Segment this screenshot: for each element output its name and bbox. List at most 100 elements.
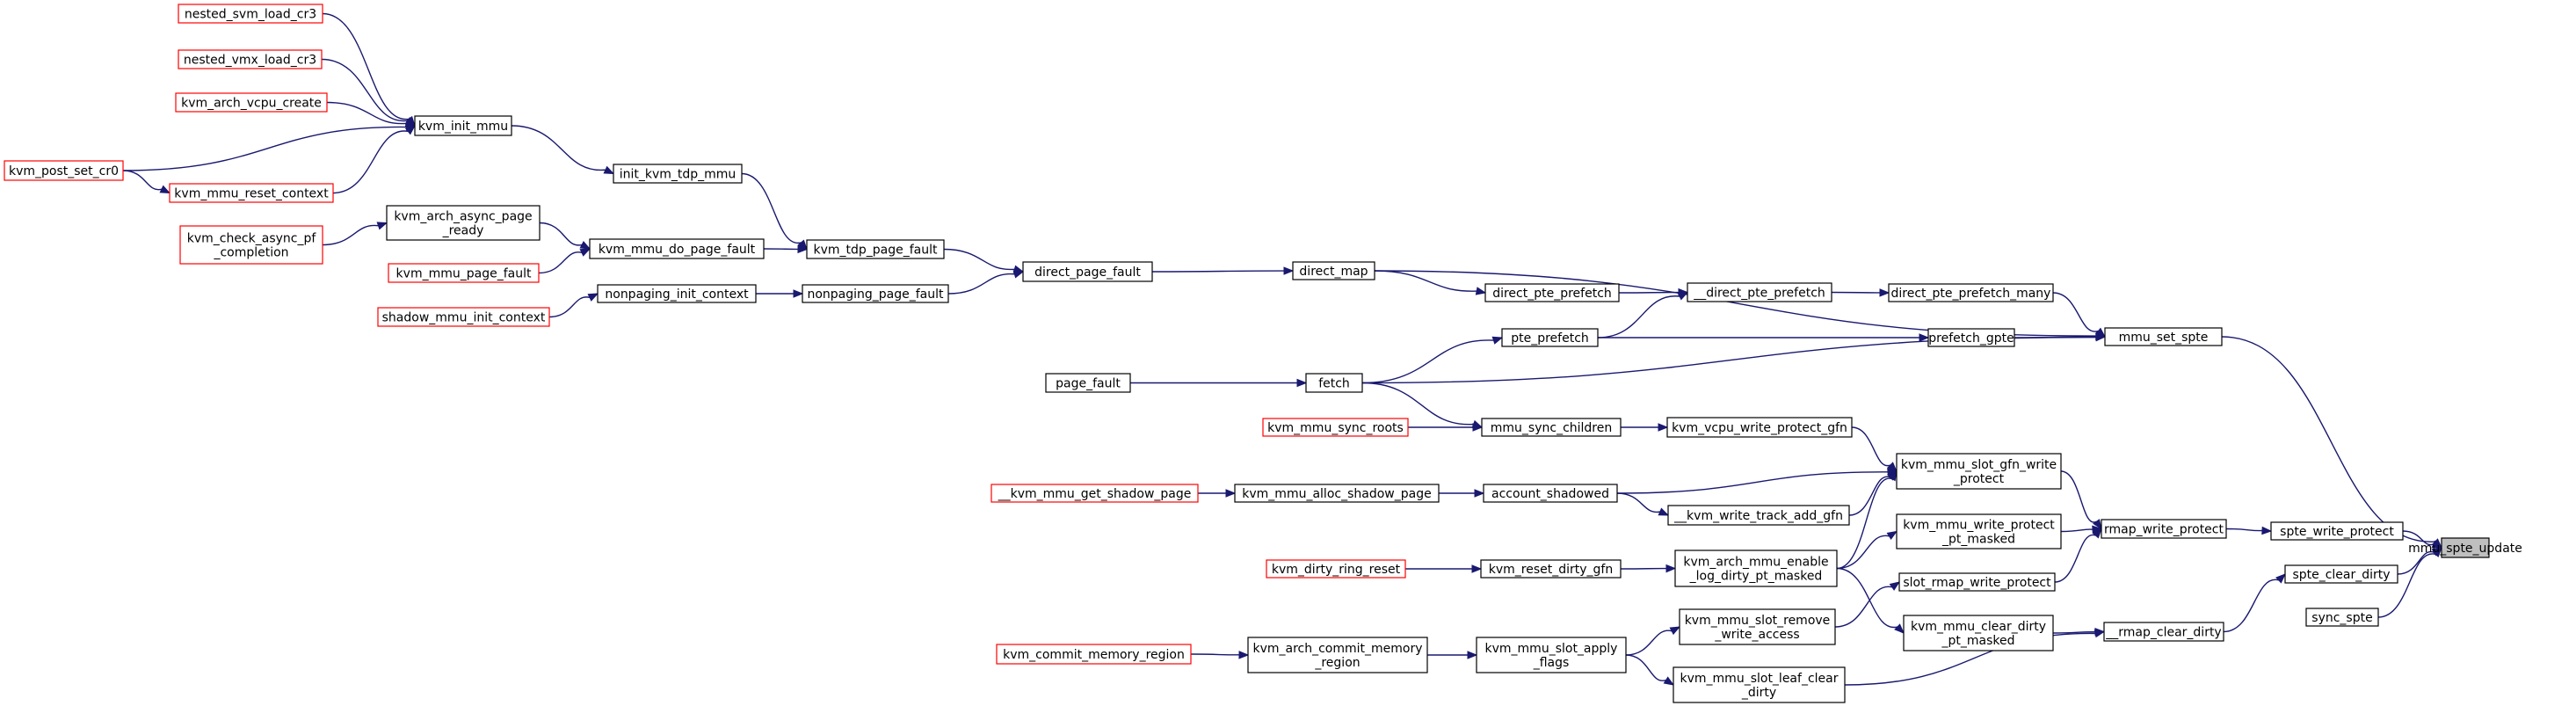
edge-kvm-post-set-cr0-to-kvm-mmu-reset-context <box>122 170 163 191</box>
graph-node-mmu-spte-update[interactable]: mmu_spte_update <box>2408 537 2522 558</box>
node-box <box>802 284 949 303</box>
node-box <box>1476 637 1627 673</box>
edge-kvm-mmu-slot-apply-flags-to-kvm-mmu-slot-leaf-clear-dirty <box>1625 654 1666 681</box>
graph-node-kvm-arch-commit-memory-region[interactable]: kvm_arch_commit_memory_region <box>1247 637 1428 673</box>
graph-node-kvm-vcpu-write-protect-gfn[interactable]: kvm_vcpu_write_protect_gfn <box>1666 417 1853 438</box>
graph-node-prefetch-gpte[interactable]: prefetch_gpte <box>1927 328 2015 347</box>
arrow-head-icon <box>1677 291 1689 301</box>
node-box <box>2103 622 2224 642</box>
graph-node-kvm-mmu-clear-dirty-pt-masked[interactable]: kvm_mmu_clear_dirty_pt_masked <box>1903 615 2054 651</box>
edge-direct-map-to-direct-pte-prefetch <box>1374 270 1477 292</box>
node-label: kvm_tdp_page_fault <box>813 244 938 258</box>
graph-node-spte-write-protect[interactable]: spte_write_protect <box>2270 521 2404 541</box>
graph-node-direct-pte-prefetch[interactable]: __direct_pte_prefetch <box>1687 282 1832 302</box>
graph-node-kvm-arch-async-page-ready[interactable]: kvm_arch_async_page_ready <box>386 205 541 241</box>
node-box <box>2305 608 2379 627</box>
graph-node-direct-page-fault[interactable]: direct_page_fault <box>1022 261 1153 282</box>
node-label: kvm_post_set_cr0 <box>9 164 119 178</box>
node-box <box>1673 666 1846 703</box>
edge-kvm-mmu-slot-apply-flags-to-kvm-mmu-slot-remove-write-access <box>1625 630 1673 656</box>
graph-node-sync-spte[interactable]: sync_spte <box>2305 608 2379 627</box>
graph-node-kvm-write-track-add-gfn[interactable]: __kvm_write_track_add_gfn <box>1667 505 1850 526</box>
arrow-head-icon <box>1894 623 1905 634</box>
graph-node-kvm-mmu-reset-context[interactable]: kvm_mmu_reset_context <box>169 183 334 203</box>
node-box <box>1483 484 1618 503</box>
arrow-head-icon <box>1669 626 1681 636</box>
node-label: nonpaging_page_fault <box>807 287 944 302</box>
graph-node-direct-map[interactable]: direct_map <box>1292 261 1375 280</box>
node-label: _pt_masked <box>1941 533 2015 547</box>
graph-node-nested-vmx-load-cr3[interactable]: nested_vmx_load_cr3 <box>178 49 323 69</box>
graph-node-shadow-mmu-init-context[interactable]: shadow_mmu_init_context <box>377 307 550 327</box>
graph-node-kvm-mmu-slot-remove-write-access[interactable]: kvm_mmu_slot_remove_write_access <box>1679 608 1836 645</box>
node-label: kvm_mmu_alloc_shadow_page <box>1242 487 1431 501</box>
arrow-head-icon <box>404 122 417 132</box>
node-box <box>1888 283 2054 302</box>
graph-node-kvm-init-mmu[interactable]: kvm_init_mmu <box>414 115 512 136</box>
graph-node-kvm-post-set-cr0[interactable]: kvm_post_set_cr0 <box>4 160 124 181</box>
node-box <box>1484 283 1620 302</box>
arrow-head-icon <box>1474 489 1485 498</box>
graph-node-kvm-dirty-ring-reset[interactable]: kvm_dirty_ring_reset <box>1266 559 1406 579</box>
graph-node-kvm-check-async-pf-completion[interactable]: kvm_check_async_pf_completion <box>179 225 323 265</box>
graph-node-rmap-write-protect[interactable]: rmap_write_protect <box>2101 519 2227 539</box>
call-graph-nodes: mmu_spte_update spte_write_protect spte_cl… <box>4 4 2522 703</box>
node-box <box>1898 572 2056 592</box>
graph-node-spte-clear-dirty[interactable]: spte_clear_dirty <box>2284 564 2398 584</box>
node-label: direct_pte_prefetch <box>1492 287 1612 301</box>
node-label: spte_write_protect <box>2280 525 2394 539</box>
graph-node-kvm-mmu-slot-leaf-clear-dirty[interactable]: kvm_mmu_slot_leaf_clear_dirty <box>1673 666 1846 703</box>
graph-node-pte-prefetch[interactable]: pte_prefetch <box>1501 328 1599 347</box>
edge-kvm-arch-mmu-enable-log-dirty-pt-masked-to-kvm-mmu-slot-gfn-write-protect <box>1836 477 1892 570</box>
edge-kvm-arch-mmu-enable-log-dirty-pt-masked-to-kvm-mmu-clear-dirty-pt-masked <box>1836 567 1898 628</box>
graph-node-kvm-mmu-page-fault[interactable]: kvm_mmu_page_fault <box>388 263 540 283</box>
graph-node-kvm-mmu-alloc-shadow-page[interactable]: kvm_mmu_alloc_shadow_page <box>1234 484 1440 503</box>
arrow-head-icon <box>1889 581 1901 591</box>
edge-nested-vmx-load-cr3-to-kvm-init-mmu <box>321 58 408 121</box>
graph-node-kvm-reset-dirty-gfn[interactable]: kvm_reset_dirty_gfn <box>1480 559 1622 579</box>
graph-node-rmap-clear-dirty[interactable]: __rmap_clear_dirty <box>2103 622 2224 642</box>
graph-node-kvm-mmu-do-page-fault[interactable]: kvm_mmu_do_page_fault <box>589 238 765 259</box>
graph-node-direct-pte-prefetch-many[interactable]: direct_pte_prefetch_many <box>1888 283 2054 302</box>
node-label: kvm_arch_mmu_enable <box>1683 556 1828 570</box>
edge-kvm-mmu-page-fault-to-kvm-mmu-do-page-fault <box>538 251 583 274</box>
node-box <box>1022 261 1153 282</box>
graph-node-page-fault[interactable]: page_fault <box>1045 373 1131 393</box>
node-label: pte_prefetch <box>1511 331 1589 346</box>
node-label: _write_access <box>1714 628 1799 642</box>
graph-node-fetch[interactable]: fetch <box>1305 373 1363 393</box>
graph-node-kvm-mmu-write-protect-pt-masked[interactable]: kvm_mmu_write_protect_pt_masked <box>1896 513 2062 550</box>
graph-node-nonpaging-init-context[interactable]: nonpaging_init_context <box>597 284 757 303</box>
arrow-head-icon <box>587 293 599 302</box>
graph-node-kvm-commit-memory-region[interactable]: kvm_commit_memory_region <box>996 644 1192 665</box>
node-label: _dirty <box>1741 686 1776 700</box>
graph-node-kvm-mmu-sync-roots[interactable]: kvm_mmu_sync_roots <box>1262 418 1409 437</box>
graph-node-kvm-tdp-page-fault[interactable]: kvm_tdp_page_fault <box>806 239 945 259</box>
graph-node-account-shadowed[interactable]: account_shadowed <box>1483 484 1618 503</box>
graph-node-mmu-set-spte[interactable]: mmu_set_spte <box>2104 327 2223 346</box>
graph-node-nested-svm-load-cr3[interactable]: nested_svm_load_cr3 <box>178 4 323 24</box>
graph-node-init-kvm-tdp-mmu[interactable]: init_kvm_tdp_mmu <box>613 164 743 184</box>
node-label: kvm_mmu_sync_roots <box>1267 421 1404 435</box>
graph-node-kvm-arch-vcpu-create[interactable]: kvm_arch_vcpu_create <box>175 92 328 113</box>
node-label: kvm_mmu_slot_gfn_write <box>1901 458 2057 472</box>
node-box <box>169 183 334 203</box>
arrow-head-icon <box>1225 489 1237 498</box>
node-box <box>2284 564 2398 584</box>
graph-node-mmu-sync-children[interactable]: mmu_sync_children <box>1481 418 1622 437</box>
node-label: account_shadowed <box>1491 487 1609 501</box>
edge-kvm-init-mmu-to-init-kvm-tdp-mmu <box>511 125 606 171</box>
node-label: direct_page_fault <box>1034 266 1141 280</box>
graph-node-nonpaging-page-fault[interactable]: nonpaging_page_fault <box>802 284 949 303</box>
graph-node-kvm-mmu-slot-apply-flags[interactable]: kvm_mmu_slot_apply_flags <box>1476 637 1627 673</box>
graph-node-slot-rmap-write-protect[interactable]: slot_rmap_write_protect <box>1898 572 2056 592</box>
graph-node-kvm-arch-mmu-enable-log-dirty-pt-masked[interactable]: kvm_arch_mmu_enable_log_dirty_pt_masked <box>1674 550 1838 587</box>
graph-node-kvm-mmu-get-shadow-page[interactable]: __kvm_mmu_get_shadow_page <box>990 484 1199 503</box>
edge-kvm-mmu-reset-context-to-kvm-init-mmu <box>332 130 409 194</box>
arrow-head-icon <box>2275 573 2286 584</box>
node-label: kvm_mmu_page_fault <box>396 267 532 281</box>
graph-node-direct-pte-prefetch[interactable]: direct_pte_prefetch <box>1484 283 1620 302</box>
node-box <box>1247 637 1428 673</box>
graph-node-kvm-mmu-slot-gfn-write-protect[interactable]: kvm_mmu_slot_gfn_write_protect <box>1896 453 2062 490</box>
